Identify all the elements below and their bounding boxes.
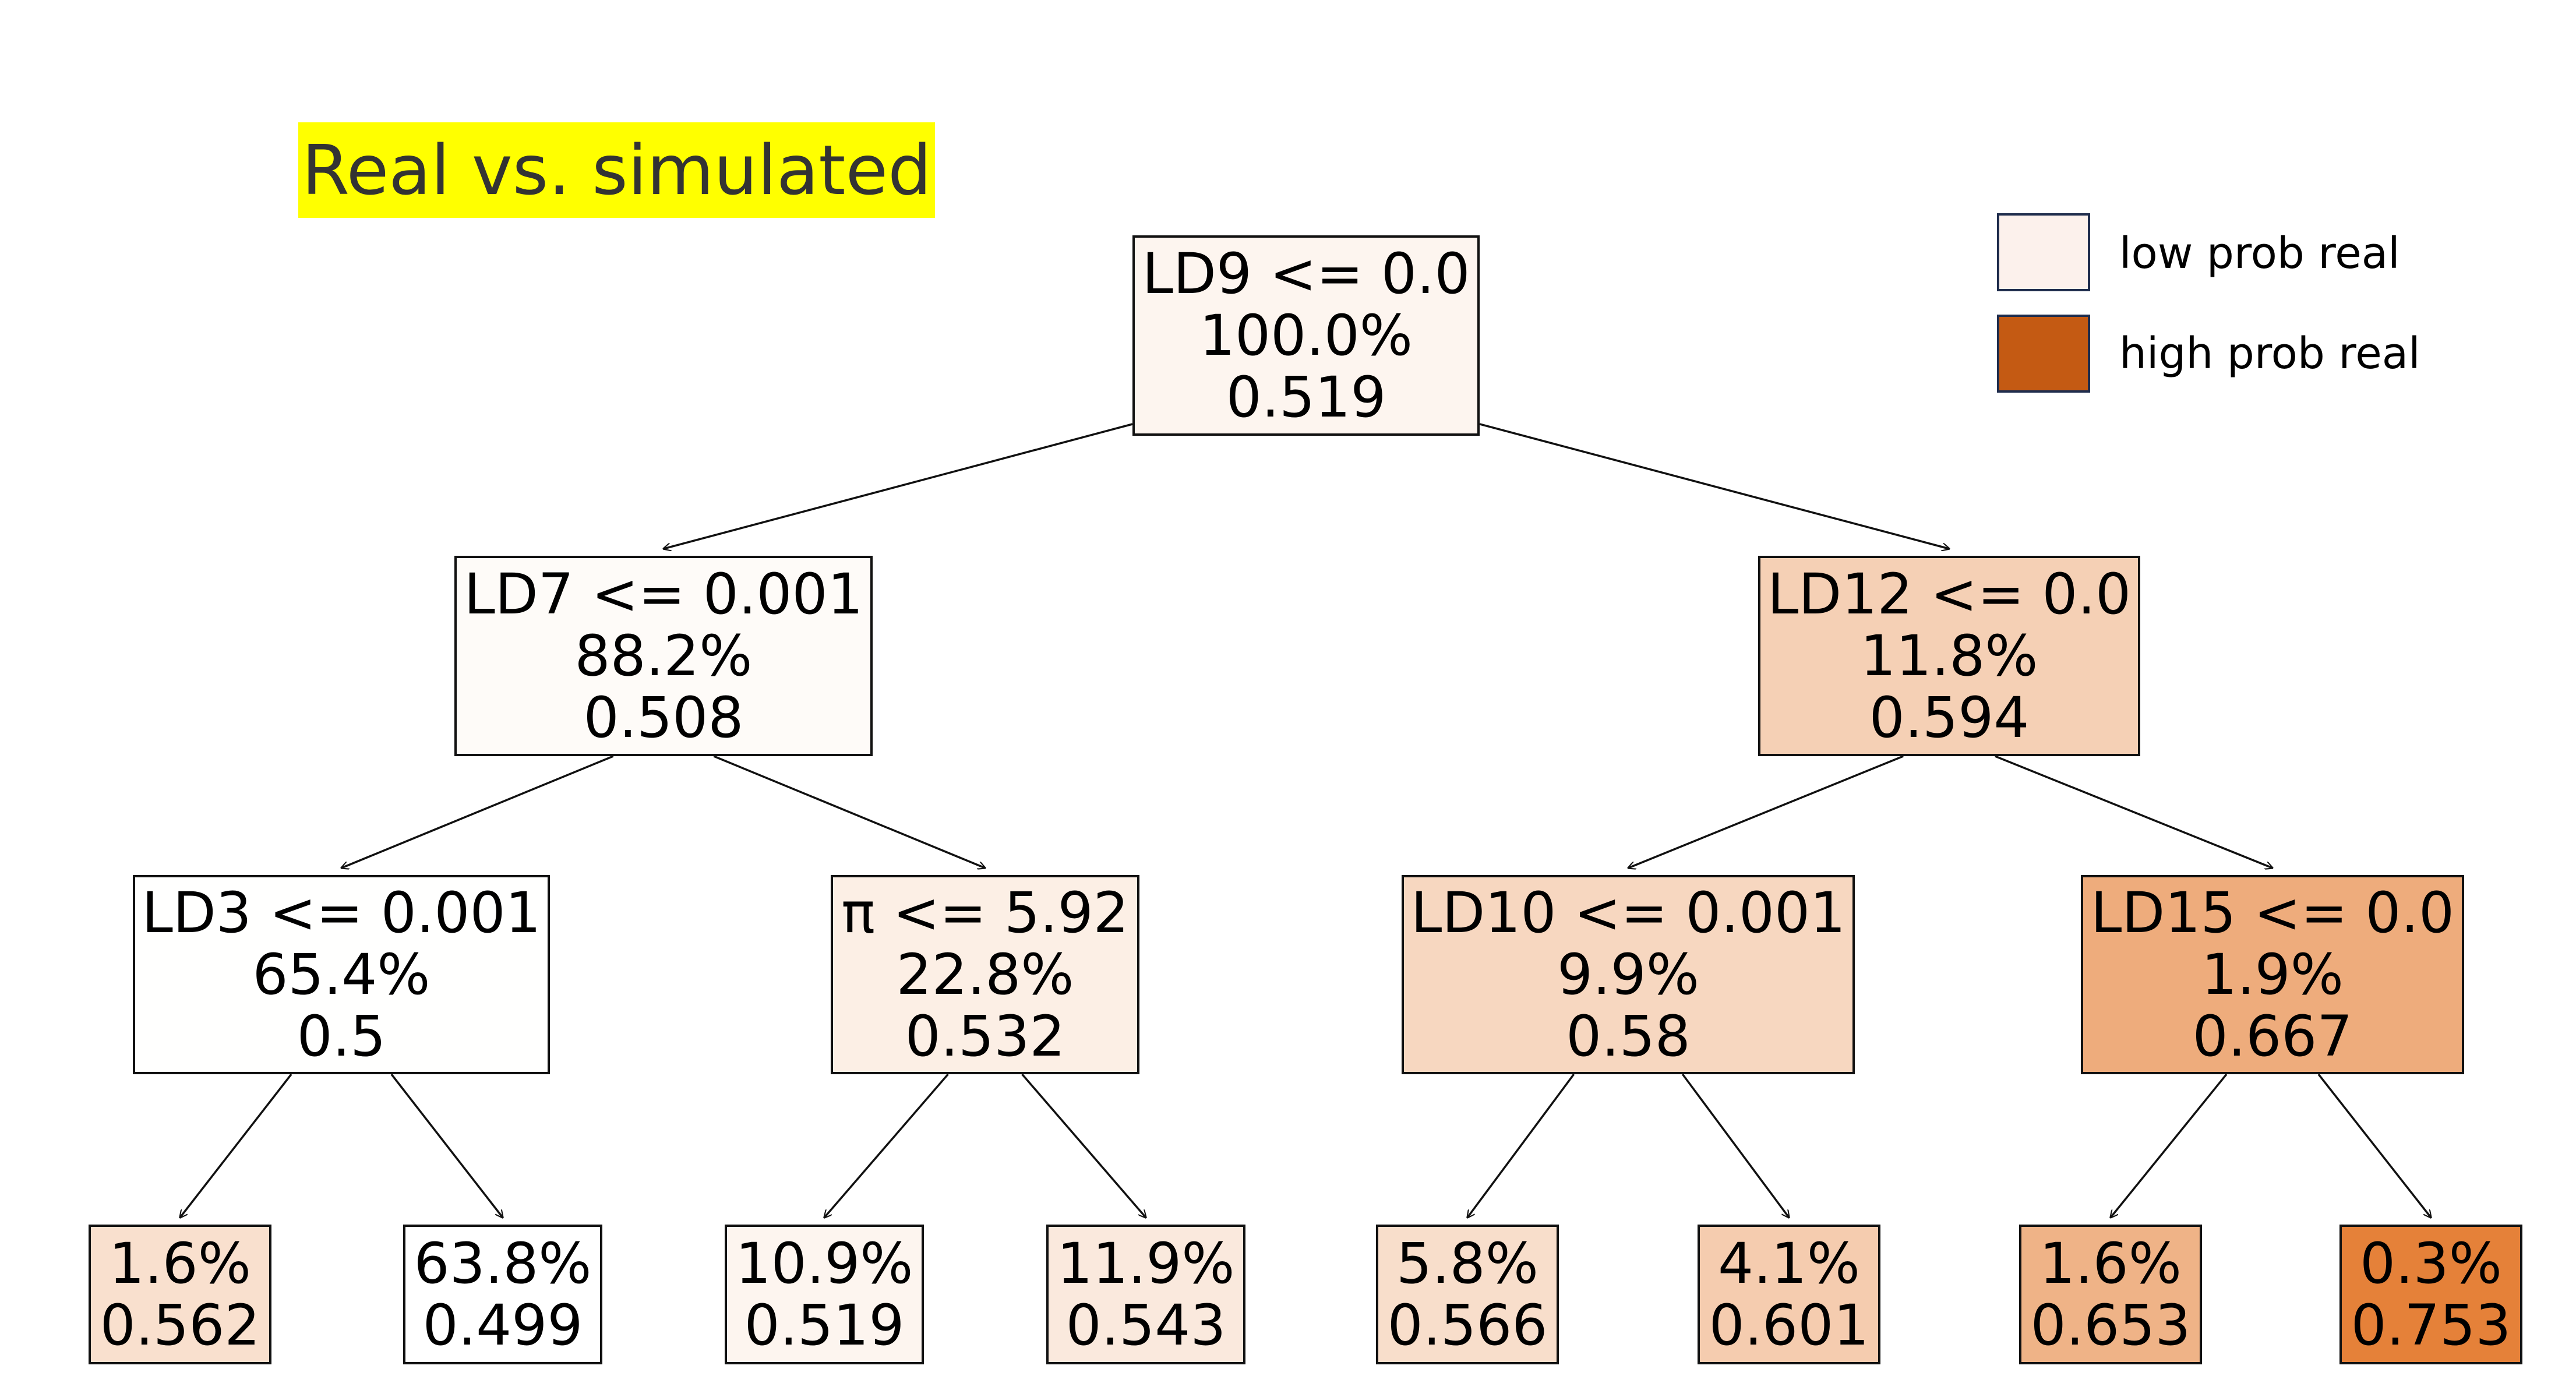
tree-leaf: 1.6% 0.562 (89, 1225, 271, 1364)
tree-node-left-right: π <= 5.92 22.8% 0.532 (831, 875, 1139, 1074)
tree-leaf: 1.6% 0.653 (2019, 1225, 2202, 1364)
tree-edge-n_ll-leaf_1 (180, 1073, 292, 1218)
leaf-percent: 5.8% (1396, 1231, 1538, 1296)
node-percent: 9.9% (1557, 942, 1699, 1007)
tree-node-right-right: LD15 <= 0.0 1.9% 0.667 (2081, 875, 2464, 1074)
legend-label-high: high prob real (2119, 329, 2420, 379)
tree-edge-n_rr-leaf_7 (2111, 1073, 2228, 1218)
node-value: 0.508 (583, 685, 744, 750)
node-percent: 11.8% (1860, 623, 2038, 689)
node-value: 0.667 (2192, 1004, 2353, 1069)
leaf-value: 0.753 (2351, 1293, 2511, 1358)
node-rule: π <= 5.92 (841, 880, 1129, 945)
leaf-value: 0.499 (422, 1293, 583, 1358)
leaf-value: 0.566 (1387, 1293, 1548, 1358)
tree-node-right-left: LD10 <= 0.001 9.9% 0.58 (1402, 875, 1855, 1074)
node-rule: LD7 <= 0.001 (464, 562, 863, 627)
node-value: 0.5 (297, 1004, 386, 1069)
tree-edge-n_ll-leaf_2 (390, 1073, 503, 1218)
node-value: 0.58 (1566, 1004, 1691, 1069)
leaf-percent: 4.1% (1718, 1231, 1860, 1296)
tree-edge-n_lr-leaf_4 (1021, 1073, 1146, 1218)
node-rule: LD9 <= 0.0 (1142, 241, 1470, 306)
node-rule: LD12 <= 0.0 (1767, 562, 2132, 627)
legend-swatch-low (1997, 213, 2090, 291)
leaf-value: 0.601 (1709, 1293, 1869, 1358)
tree-edge-n_rr-leaf_8 (2317, 1073, 2431, 1218)
tree-node-left-left: LD3 <= 0.001 65.4% 0.5 (133, 875, 550, 1074)
node-percent: 88.2% (574, 623, 753, 689)
node-rule: LD15 <= 0.0 (2090, 880, 2455, 945)
tree-edge-n_l-n_ll (341, 755, 614, 868)
tree-node-root: LD9 <= 0.0 100.0% 0.519 (1132, 235, 1480, 436)
leaf-value: 0.519 (744, 1293, 905, 1358)
legend-label-low: low prob real (2119, 228, 2400, 278)
tree-edge-n_r-n_rr (1995, 755, 2272, 868)
leaf-percent: 1.6% (109, 1231, 251, 1296)
tree-edge-n_r-n_rl (1628, 755, 1904, 868)
tree-edge-n_l-n_lr (713, 755, 985, 868)
tree-node-right: LD12 <= 0.0 11.8% 0.594 (1758, 556, 2140, 756)
tree-leaf: 4.1% 0.601 (1698, 1225, 1880, 1364)
tree-edge-root-n_l (664, 423, 1133, 549)
node-rule: LD10 <= 0.001 (1410, 880, 1846, 945)
leaf-value: 0.562 (100, 1293, 260, 1358)
tree-leaf: 11.9% 0.543 (1046, 1225, 1245, 1364)
tree-leaf: 10.9% 0.519 (725, 1225, 924, 1364)
leaf-value: 0.653 (2030, 1293, 2191, 1358)
tree-edge-root-n_r (1479, 423, 1949, 549)
leaf-percent: 11.9% (1057, 1231, 1235, 1296)
leaf-value: 0.543 (1065, 1293, 1226, 1358)
node-percent: 65.4% (252, 942, 430, 1007)
leaf-percent: 10.9% (735, 1231, 913, 1296)
leaf-percent: 1.6% (2039, 1231, 2182, 1296)
leaf-percent: 63.8% (414, 1231, 592, 1296)
node-value: 0.519 (1226, 365, 1386, 430)
tree-edge-n_rl-leaf_5 (1467, 1073, 1575, 1218)
legend-swatch-high (1997, 315, 2090, 393)
node-percent: 100.0% (1199, 303, 1413, 368)
leaf-percent: 0.3% (2360, 1231, 2502, 1296)
tree-leaf: 63.8% 0.499 (403, 1225, 602, 1364)
tree-leaf: 5.8% 0.566 (1376, 1225, 1559, 1364)
tree-leaf: 0.3% 0.753 (2339, 1225, 2522, 1364)
tree-edge-n_lr-leaf_3 (824, 1073, 949, 1218)
diagram-title: Real vs. simulated (298, 122, 936, 218)
tree-edge-n_rl-leaf_6 (1681, 1073, 1789, 1218)
node-value: 0.594 (1869, 685, 2030, 750)
node-percent: 22.8% (896, 942, 1074, 1007)
node-value: 0.532 (905, 1004, 1065, 1069)
tree-node-left: LD7 <= 0.001 88.2% 0.508 (454, 556, 873, 756)
node-percent: 1.9% (2201, 942, 2344, 1007)
node-rule: LD3 <= 0.001 (142, 880, 541, 945)
